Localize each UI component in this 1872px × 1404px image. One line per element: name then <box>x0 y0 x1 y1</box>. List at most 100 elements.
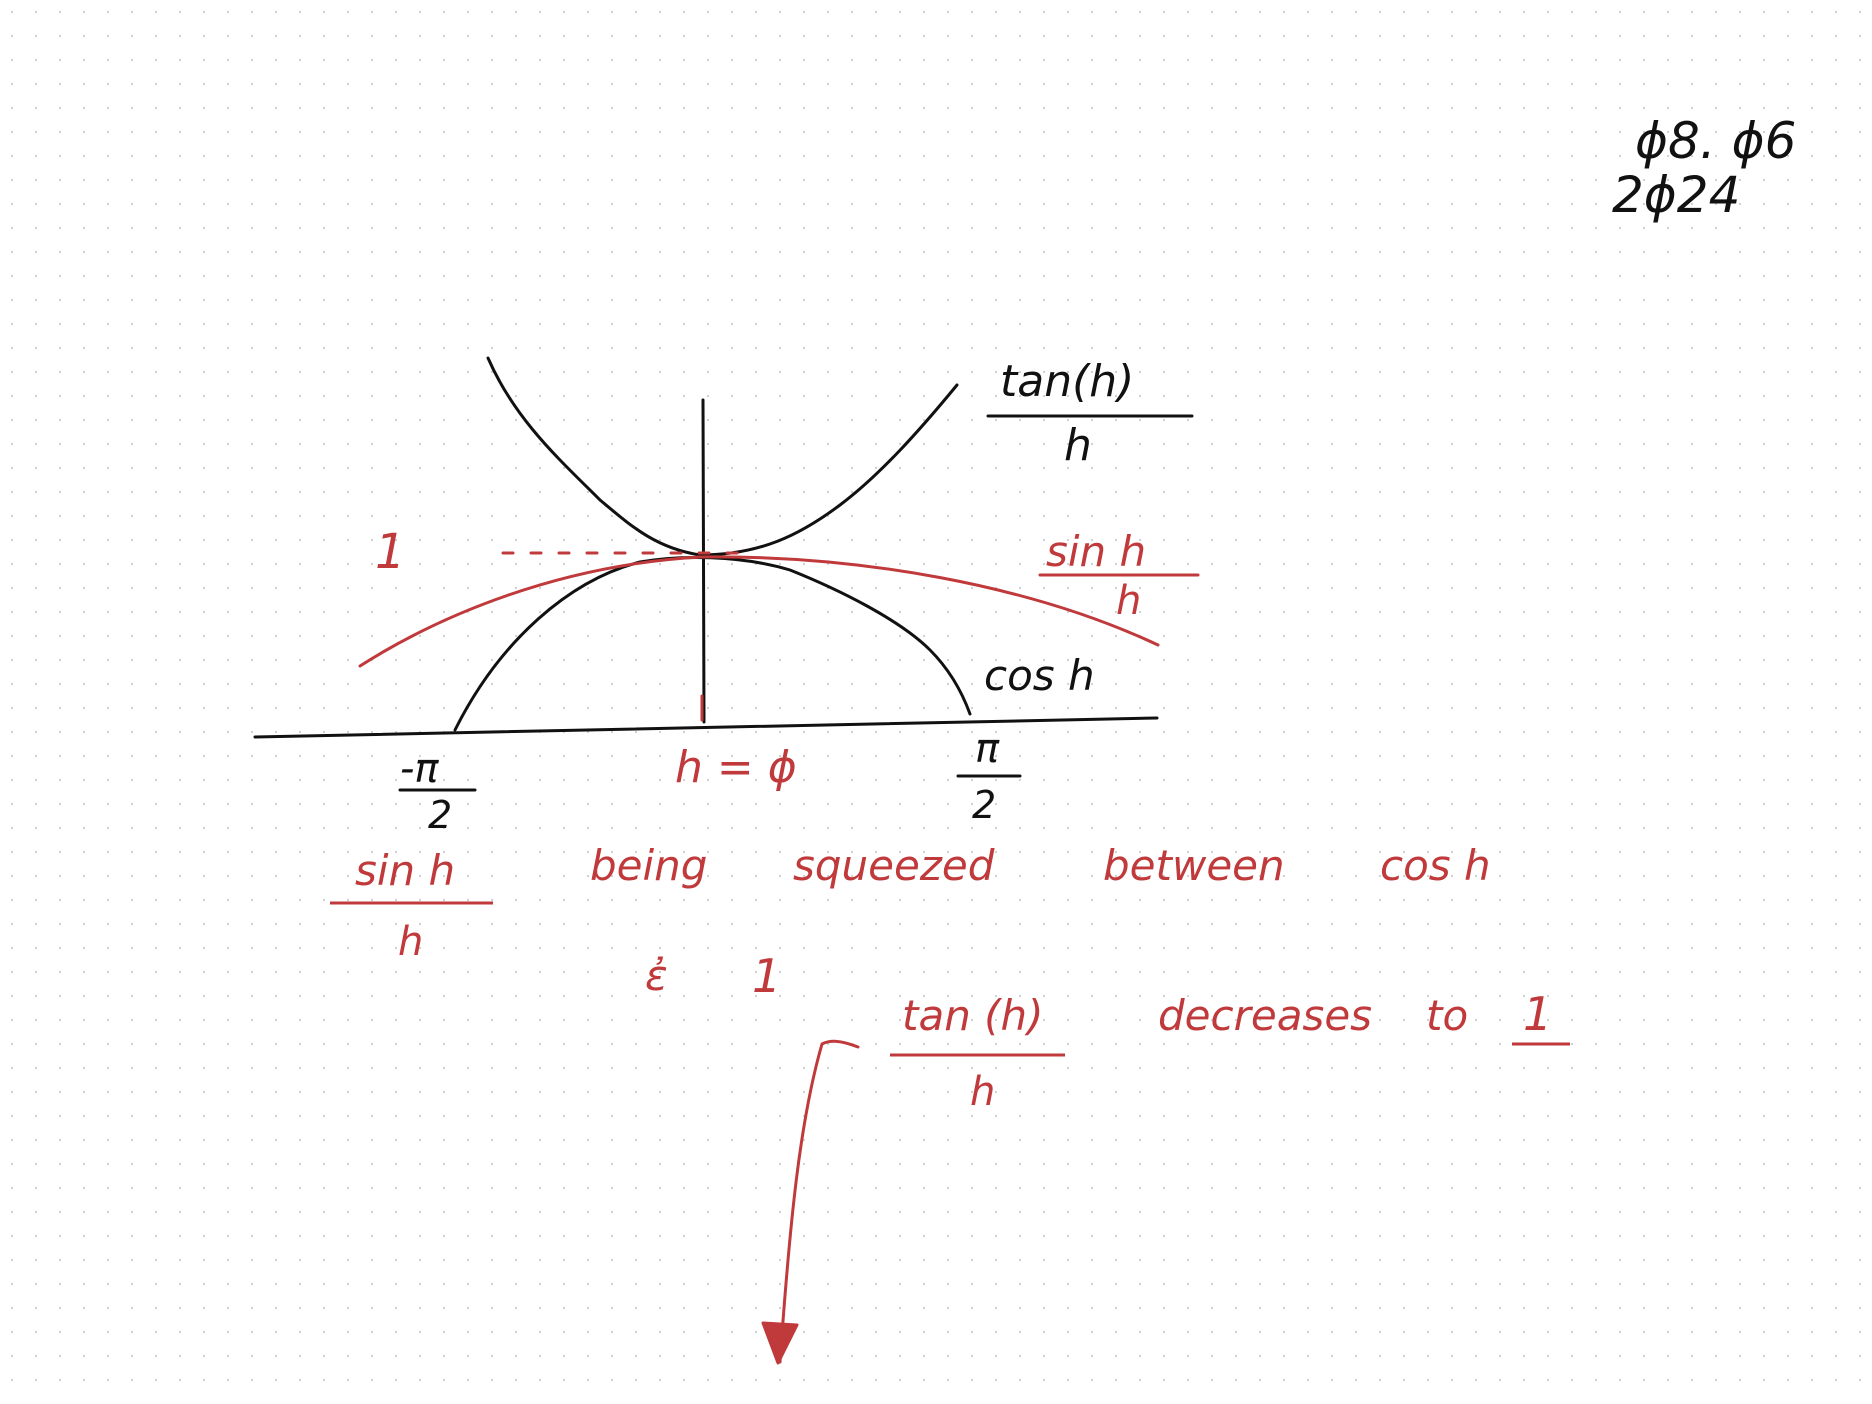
grid-dot <box>778 514 782 518</box>
grid-dot <box>1282 706 1286 710</box>
grid-dot <box>1450 10 1454 14</box>
grid-dot <box>1066 994 1070 998</box>
grid-dot <box>394 130 398 134</box>
grid-dot <box>538 250 542 254</box>
grid-dot <box>178 730 182 734</box>
grid-dot <box>586 10 590 14</box>
grid-dot <box>1714 1042 1718 1046</box>
grid-dot <box>1234 1234 1238 1238</box>
grid-dot <box>1018 202 1022 206</box>
grid-dot <box>658 730 662 734</box>
grid-dot <box>874 106 878 110</box>
grid-dot <box>874 226 878 230</box>
grid-dot <box>250 1378 254 1382</box>
grid-dot <box>1546 466 1550 470</box>
grid-dot <box>1330 514 1334 518</box>
grid-dot <box>82 1258 86 1262</box>
grid-dot <box>970 34 974 38</box>
grid-dot <box>874 202 878 206</box>
grid-dot <box>1426 634 1430 638</box>
grid-dot <box>82 394 86 398</box>
grid-dot <box>154 1042 158 1046</box>
grid-dot <box>82 130 86 134</box>
grid-dot <box>754 10 758 14</box>
grid-dot <box>898 730 902 734</box>
grid-dot <box>1786 178 1790 182</box>
grid-dot <box>1618 1330 1622 1334</box>
grid-dot <box>1690 322 1694 326</box>
grid-dot <box>1426 1258 1430 1262</box>
grid-dot <box>1282 970 1286 974</box>
grid-dot <box>298 802 302 806</box>
grid-dot <box>970 1138 974 1142</box>
grid-dot <box>1762 466 1766 470</box>
grid-dot <box>298 442 302 446</box>
grid-dot <box>1210 1306 1214 1310</box>
grid-dot <box>1522 130 1526 134</box>
grid-dot <box>634 1138 638 1142</box>
grid-dot <box>1858 634 1862 638</box>
grid-dot <box>682 538 686 542</box>
grid-dot <box>970 154 974 158</box>
grid-dot <box>1162 346 1166 350</box>
grid-dot <box>1114 850 1118 854</box>
grid-dot <box>922 418 926 422</box>
grid-dot <box>1042 706 1046 710</box>
grid-dot <box>1282 1138 1286 1142</box>
grid-dot <box>1786 1306 1790 1310</box>
grid-dot <box>346 1066 350 1070</box>
grid-dot <box>658 226 662 230</box>
grid-dot <box>1258 442 1262 446</box>
grid-dot <box>874 1330 878 1334</box>
grid-dot <box>1210 586 1214 590</box>
grid-dot <box>346 538 350 542</box>
grid-dot <box>778 826 782 830</box>
grid-dot <box>946 1378 950 1382</box>
grid-dot <box>850 418 854 422</box>
grid-dot <box>1546 1162 1550 1166</box>
grid-dot <box>1738 394 1742 398</box>
grid-dot <box>1858 178 1862 182</box>
grid-dot <box>226 1162 230 1166</box>
grid-dot <box>1858 1306 1862 1310</box>
grid-dot <box>1018 850 1022 854</box>
grid-dot <box>874 658 878 662</box>
grid-dot <box>1378 754 1382 758</box>
grid-dot <box>1330 1138 1334 1142</box>
grid-dot <box>1690 1210 1694 1214</box>
grid-dot <box>1762 538 1766 542</box>
grid-dot <box>730 226 734 230</box>
grid-dot <box>322 610 326 614</box>
grid-dot <box>58 898 62 902</box>
grid-dot <box>1282 898 1286 902</box>
grid-dot <box>1834 658 1838 662</box>
grid-dot <box>562 250 566 254</box>
grid-dot <box>1690 610 1694 614</box>
grid-dot <box>1450 1162 1454 1166</box>
grid-dot <box>1330 1258 1334 1262</box>
grid-dot <box>1138 1138 1142 1142</box>
grid-dot <box>1498 346 1502 350</box>
grid-dot <box>1738 994 1742 998</box>
grid-dot <box>538 1282 542 1286</box>
grid-dot <box>490 754 494 758</box>
grid-dot <box>1618 418 1622 422</box>
grid-dot <box>1066 106 1070 110</box>
grid-dot <box>1690 1066 1694 1070</box>
grid-dot <box>1234 682 1238 686</box>
grid-dot <box>1594 394 1598 398</box>
grid-dot <box>586 250 590 254</box>
grid-dot <box>1762 370 1766 374</box>
grid-dot <box>1618 1234 1622 1238</box>
grid-dot <box>1186 1042 1190 1046</box>
grid-dot <box>1498 682 1502 686</box>
grid-dot <box>1426 658 1430 662</box>
grid-dot <box>34 970 38 974</box>
grid-dot <box>874 778 878 782</box>
grid-dot <box>1762 562 1766 566</box>
grid-dot <box>874 394 878 398</box>
grid-dot <box>250 538 254 542</box>
grid-dot <box>514 634 518 638</box>
grid-dot <box>1810 1234 1814 1238</box>
grid-dot <box>226 370 230 374</box>
